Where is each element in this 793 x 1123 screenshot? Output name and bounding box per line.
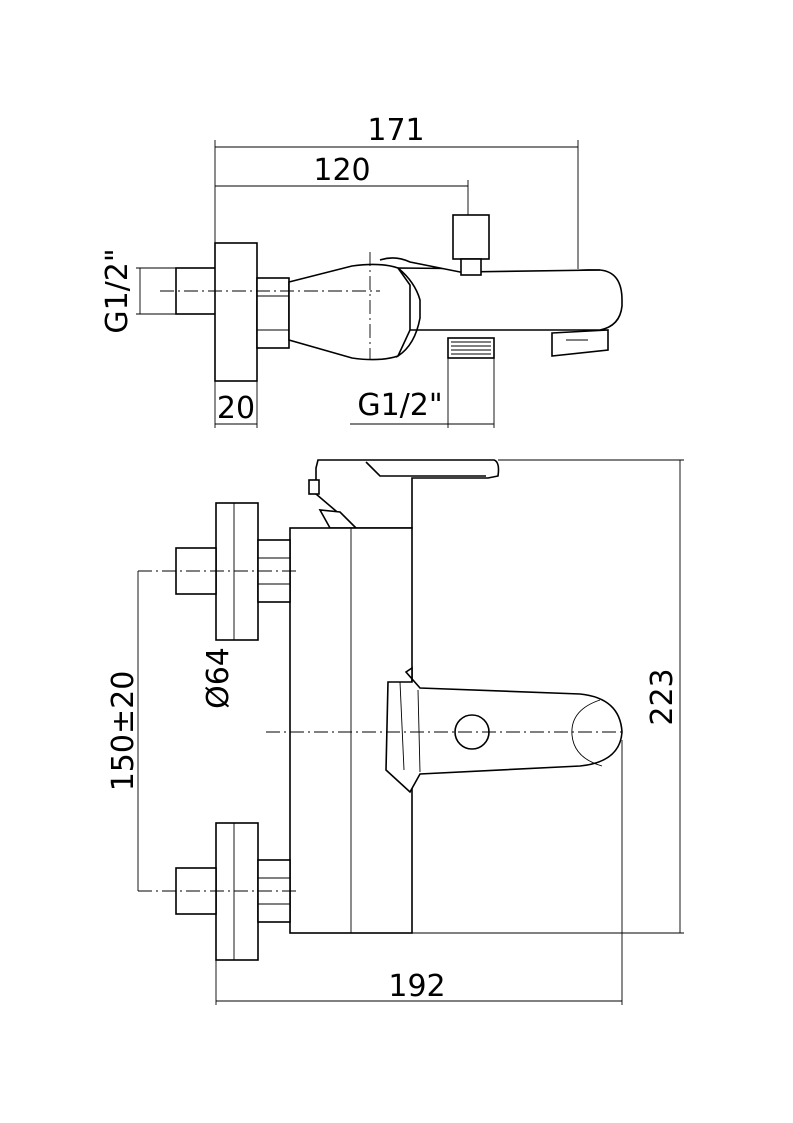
lower-inlet-front	[175, 822, 291, 961]
hex-nut-top	[256, 277, 290, 349]
dim-150: 150±20	[106, 571, 141, 891]
spout-front	[385, 666, 623, 794]
spout-tip-top	[551, 329, 609, 357]
dim-223: 223	[412, 459, 684, 934]
top-view: 171 120 G1/2" 20	[100, 113, 623, 428]
inlet-pipe-top: G1/2"	[100, 248, 217, 334]
dim-label-outlet-thread: G1/2"	[357, 388, 442, 423]
mixer-body-front	[289, 527, 413, 934]
dim-label-120: 120	[313, 153, 370, 188]
dim-171: 171	[214, 113, 579, 320]
dim-label-171: 171	[367, 113, 424, 148]
dim-label-flange-diameter: Ø64	[201, 647, 236, 709]
dim-label-overall-width: 192	[388, 969, 445, 1004]
flange-top: 20	[214, 242, 258, 428]
lever-handle-front	[308, 459, 500, 529]
dim-192: 192	[215, 740, 623, 1005]
upper-inlet-front	[175, 502, 291, 641]
diverter-knob-top	[452, 214, 490, 276]
shower-outlet-top: G1/2"	[350, 337, 495, 428]
dim-120: 120	[215, 153, 469, 218]
dim-label-inlet-spacing: 150±20	[106, 671, 141, 792]
mixer-body-top	[288, 257, 623, 361]
dim-label-overall-height: 223	[645, 668, 680, 725]
front-view: Ø64 150±20 223 192	[106, 459, 684, 1005]
dim-label-flange-depth: 20	[217, 391, 255, 426]
dim-label-inlet-thread: G1/2"	[100, 248, 135, 333]
